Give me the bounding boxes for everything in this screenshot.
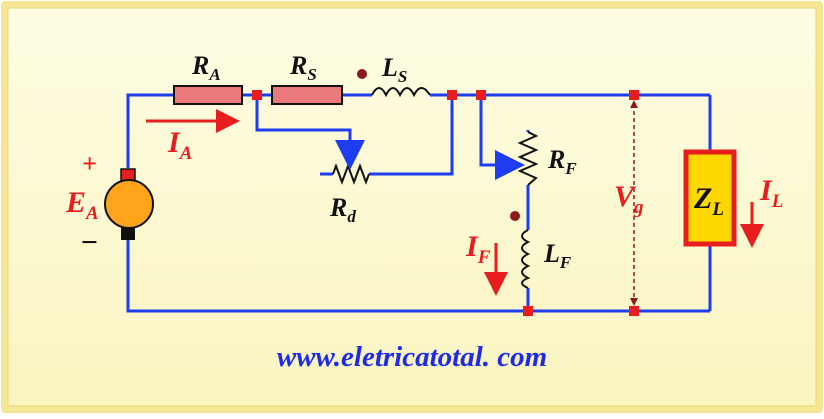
junction-node	[476, 90, 486, 100]
junction-node	[447, 90, 457, 100]
polarity-dot-lf	[510, 211, 520, 221]
junction-nodes	[252, 90, 639, 316]
label-rf: RF	[547, 145, 577, 178]
inner-panel	[7, 7, 817, 407]
vg-arrow-up	[630, 100, 638, 108]
inductor-ls	[371, 87, 431, 98]
label-ls: LS	[381, 53, 407, 86]
label-if: IF	[465, 230, 491, 268]
polarity-minus: −	[80, 226, 98, 259]
junction-node	[252, 90, 262, 100]
junction-node	[629, 90, 639, 100]
vg-arrow-down	[630, 298, 638, 306]
label-vg: Vg	[614, 180, 644, 218]
label-il: IL	[759, 174, 783, 212]
inductor-lf	[521, 229, 531, 289]
polarity-plus: +	[82, 149, 97, 178]
load-zl	[683, 149, 737, 247]
label-rd: Rd	[329, 193, 356, 226]
polarity-dot-ls	[357, 69, 367, 79]
resistor-rs	[271, 85, 343, 105]
label-zl: ZL	[693, 182, 724, 220]
junction-node	[629, 306, 639, 316]
website-url: www.eletricatotal. com	[277, 341, 547, 373]
generator-bottom-terminal	[121, 227, 135, 240]
resistor-ra	[173, 85, 243, 105]
label-ra: RA	[191, 51, 221, 84]
label-ea: EA	[65, 186, 99, 224]
label-ia: IA	[167, 126, 192, 164]
generator	[104, 179, 154, 229]
junction-node	[523, 306, 533, 316]
label-lf: LF	[543, 239, 572, 272]
label-rs: RS	[289, 51, 317, 84]
